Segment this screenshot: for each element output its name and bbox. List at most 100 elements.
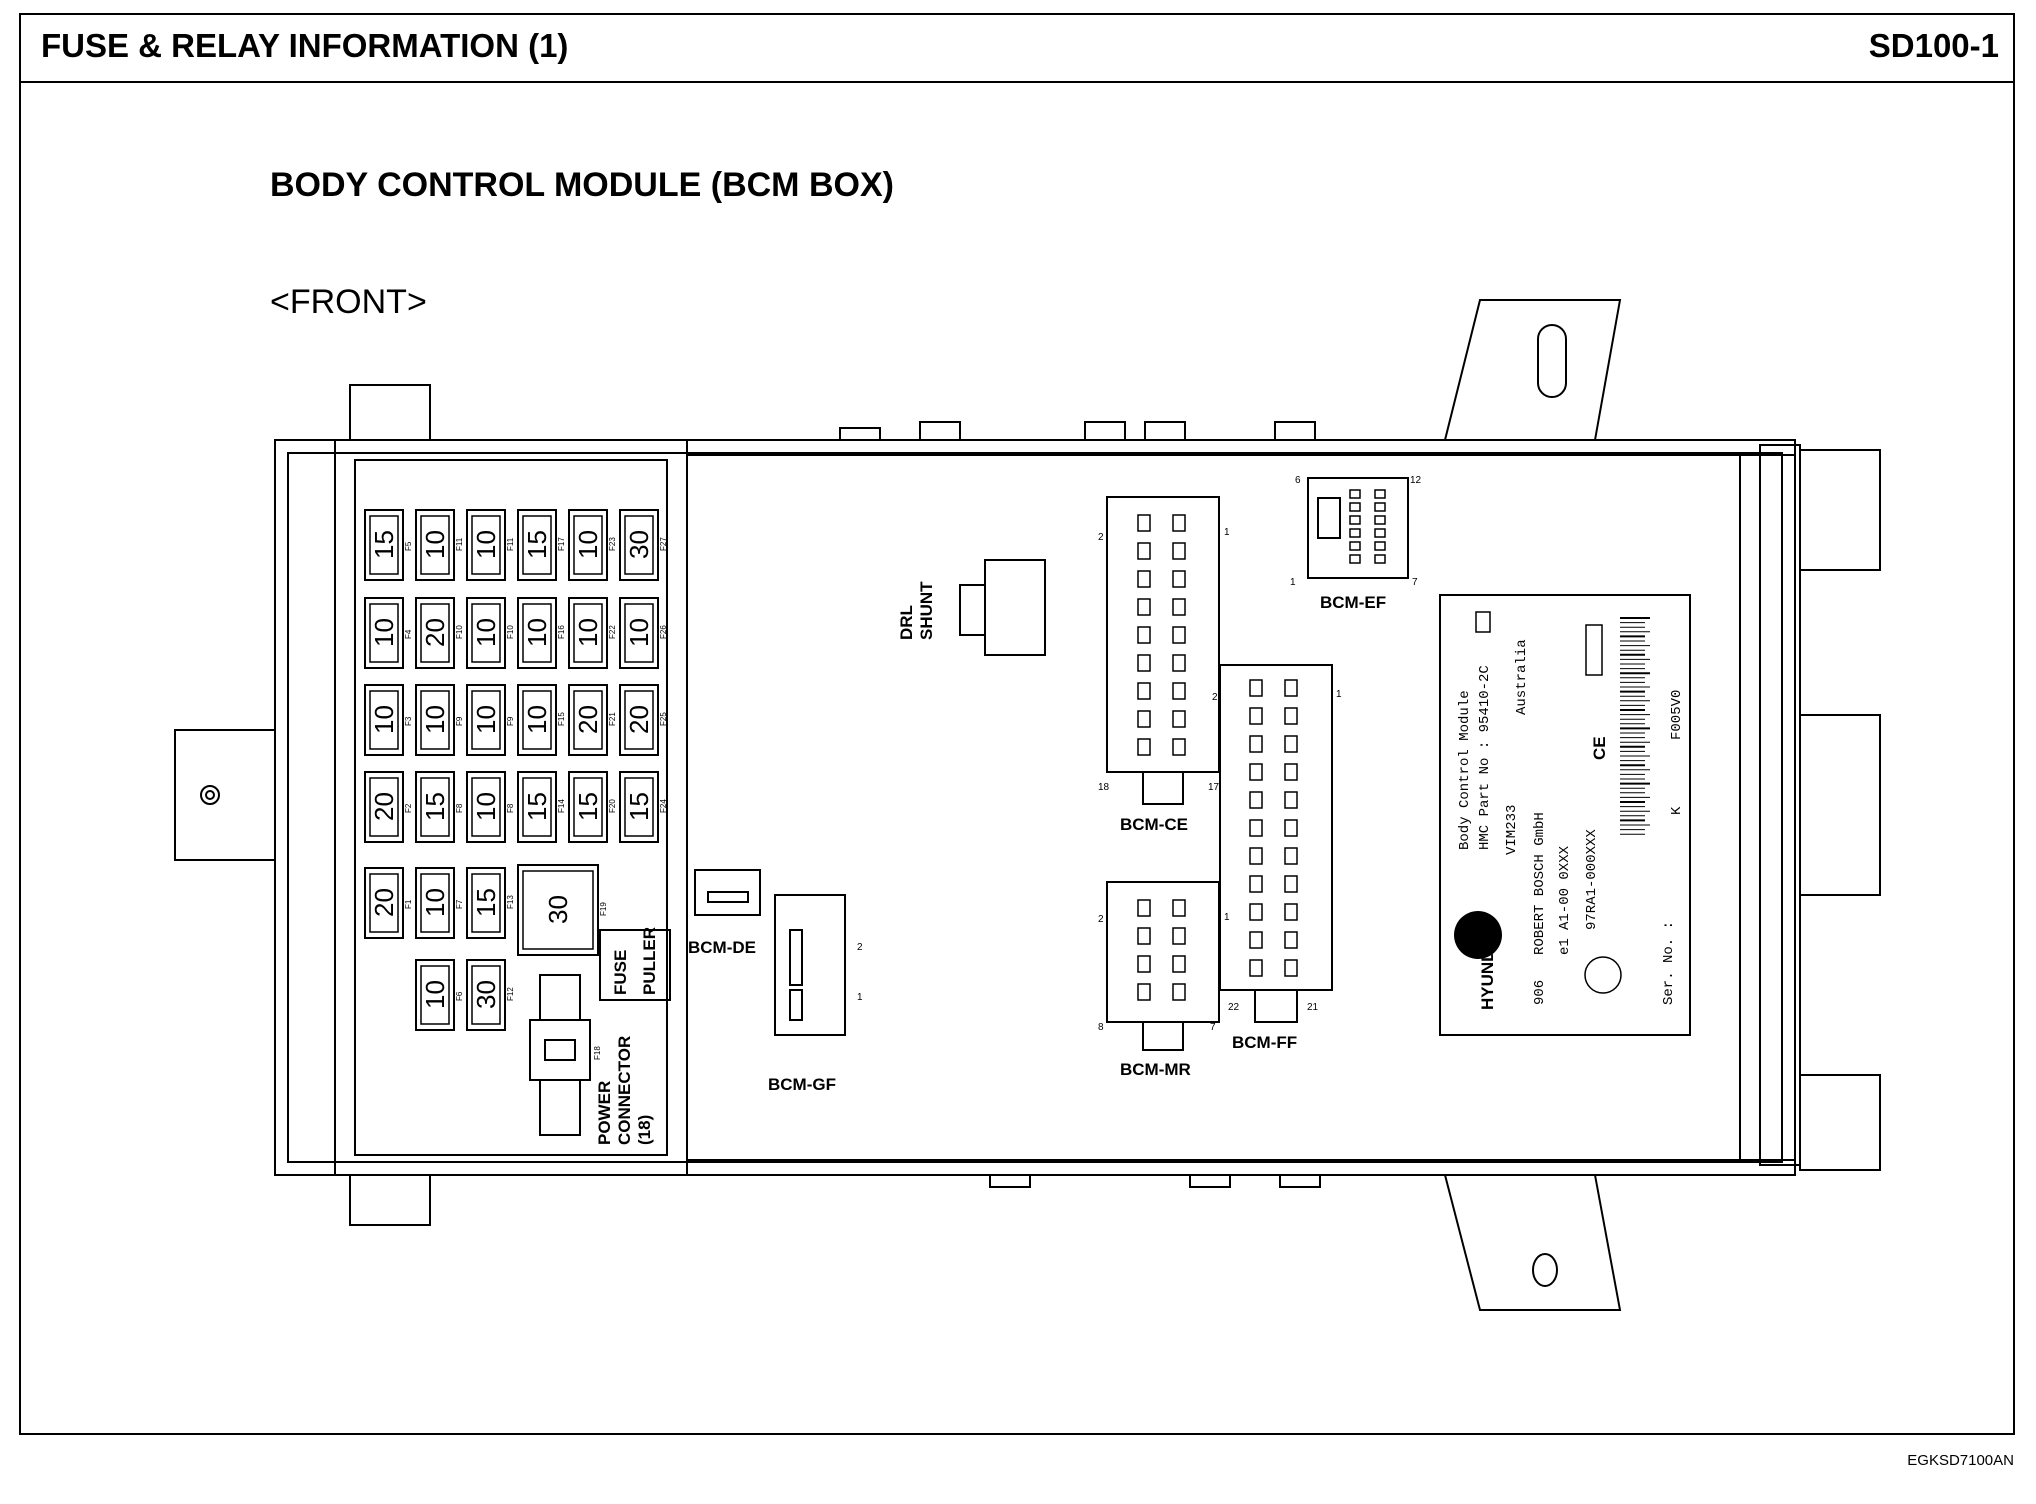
fuse-id: F7 bbox=[455, 899, 464, 909]
bcm-ef-connector[interactable]: 6 12 1 7 BCM-EF bbox=[1290, 475, 1422, 612]
connector-pin bbox=[1349, 515, 1361, 525]
module-line-4: ROBERT BOSCH GmbH bbox=[1532, 812, 1548, 955]
connector-pin bbox=[1249, 875, 1263, 893]
connector-pin bbox=[1249, 931, 1263, 949]
drl-shunt[interactable]: DRL SHUNT bbox=[897, 559, 1046, 656]
connector-pin bbox=[1172, 626, 1186, 644]
connector-pin bbox=[1249, 763, 1263, 781]
connector-pin bbox=[1374, 541, 1386, 551]
power-connector[interactable]: F18 POWER CONNECTOR (18) bbox=[529, 974, 654, 1145]
bcm-ce-pin-17: 17 bbox=[1208, 782, 1220, 793]
fuse-puller-label-2: PULLER bbox=[640, 927, 659, 995]
connector-pin bbox=[1349, 541, 1361, 551]
bcm-ff-connector[interactable]: 2 1 22 21 BCM-FF bbox=[1212, 664, 1342, 1052]
fuse-id: F11 bbox=[506, 537, 515, 551]
connector-pin bbox=[1374, 489, 1386, 499]
bcm-ce-pin-2: 2 bbox=[1098, 532, 1104, 543]
fuse-rating: 30 bbox=[624, 530, 654, 559]
page-frame: FUSE & RELAY INFORMATION (1) SD100-1 bbox=[19, 13, 2015, 1435]
connector-pin bbox=[1172, 899, 1186, 917]
bcm-mr-connector[interactable]: 2 1 8 7 BCM-MR bbox=[1098, 881, 1230, 1079]
fuse-f10[interactable]: 10 F10 bbox=[466, 597, 515, 669]
left-mount bbox=[174, 729, 276, 861]
connector-pin bbox=[1374, 502, 1386, 512]
fuse-id: F10 bbox=[455, 625, 464, 639]
connector-pin bbox=[1284, 819, 1298, 837]
connector-pin bbox=[1284, 875, 1298, 893]
connector-pin bbox=[1137, 738, 1151, 756]
module-code: F005V0 bbox=[1669, 690, 1685, 740]
bcm-ce-connector[interactable]: 2 1 18 17 BCM-CE bbox=[1098, 496, 1230, 834]
fuse-rating: 10 bbox=[420, 705, 450, 734]
connector-pin bbox=[1349, 502, 1361, 512]
fuse-panel bbox=[334, 439, 688, 1176]
module-line-5: A1-00 0XXX bbox=[1557, 845, 1573, 930]
bottom-clip bbox=[349, 1174, 431, 1226]
connector-pin bbox=[1137, 899, 1151, 917]
fuse-id: F3 bbox=[404, 716, 413, 726]
top-bracket-slot bbox=[1537, 324, 1567, 398]
bcm-de-connector[interactable]: BCM-DE bbox=[688, 869, 761, 957]
fuse-id: F2 bbox=[404, 803, 413, 813]
bcm-ff-pin-22: 22 bbox=[1228, 1002, 1240, 1013]
fuse-rating: 15 bbox=[624, 792, 654, 821]
power-connector-label-2: CONNECTOR bbox=[615, 1036, 634, 1145]
module-region: Australia bbox=[1514, 639, 1530, 715]
power-connector-label-3: (18) bbox=[635, 1115, 654, 1145]
fuse-puller[interactable]: FUSE PULLER bbox=[599, 927, 671, 1001]
drl-shunt-label-1: DRL bbox=[897, 605, 916, 640]
bcm-ff-label: BCM-FF bbox=[1232, 1033, 1297, 1052]
connector-pin bbox=[1284, 931, 1298, 949]
top-clip bbox=[349, 384, 431, 441]
fuse-id: F19 bbox=[599, 902, 608, 916]
hatch-box-icon bbox=[1585, 624, 1603, 676]
bcm-ff-pin-1: 1 bbox=[1336, 689, 1342, 700]
fuse-id: F12 bbox=[506, 987, 515, 1001]
fuse-id: F10 bbox=[506, 625, 515, 639]
connector-pin bbox=[1284, 735, 1298, 753]
fuse-rating: 15 bbox=[573, 792, 603, 821]
bcm-gf-pin-1: 1 bbox=[857, 992, 863, 1003]
fuse-rating: 10 bbox=[573, 530, 603, 559]
connector-pin bbox=[1249, 735, 1263, 753]
power-connector-id: F18 bbox=[593, 1046, 602, 1060]
connector-pin bbox=[1349, 489, 1361, 499]
connector-pin bbox=[1172, 955, 1186, 973]
bcm-mr-label: BCM-MR bbox=[1120, 1060, 1191, 1079]
fuse-rating: 15 bbox=[522, 792, 552, 821]
bcm-ff-pin-2: 2 bbox=[1212, 692, 1218, 703]
bcm-gf-connector[interactable]: 2 1 BCM-GF bbox=[768, 894, 863, 1094]
bottom-bracket-hole bbox=[1532, 1253, 1558, 1287]
fuse-rating: 10 bbox=[471, 618, 501, 647]
